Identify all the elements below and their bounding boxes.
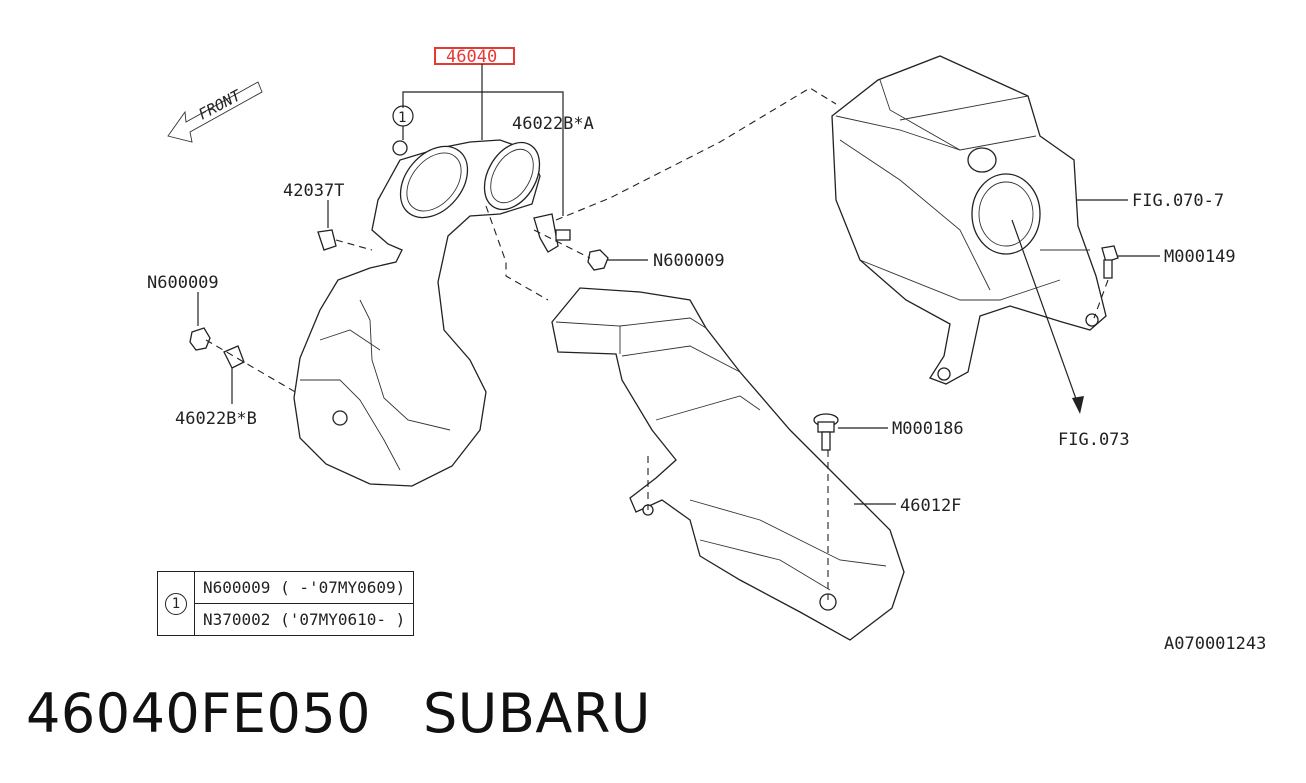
note-table-marker-cell: 1 xyxy=(157,571,195,636)
note-row-2-part[interactable]: N370002 xyxy=(203,610,271,629)
note-table-marker: 1 xyxy=(165,592,187,615)
label-fig073[interactable]: FIG.073 xyxy=(1058,430,1130,450)
label-fig070-7[interactable]: FIG.070-7 xyxy=(1132,191,1224,211)
front-label: FRONT xyxy=(195,86,244,124)
note-row-1-part[interactable]: N600009 xyxy=(203,578,271,597)
note-row-1-range: ( -'07MY0609) xyxy=(280,578,406,597)
footer-brand: SUBARU xyxy=(423,682,651,745)
air-cleaner-box[interactable] xyxy=(831,55,1107,385)
fig073-arrow-head xyxy=(1072,396,1084,414)
nut-n600009-left xyxy=(189,327,211,351)
note-row-2: N370002 ('07MY0610- ) xyxy=(193,603,415,636)
label-m000186[interactable]: M000186 xyxy=(892,419,964,439)
note-row-2-range: ('07MY0610- ) xyxy=(280,610,406,629)
label-n600009-right[interactable]: N600009 xyxy=(653,251,725,271)
highlighted-part-label[interactable]: 46040 xyxy=(446,47,497,67)
note-row-1: N600009 ( -'07MY0609) xyxy=(193,571,415,604)
front-direction-arrow: FRONT xyxy=(167,81,263,143)
intake-duct-46040[interactable] xyxy=(293,133,551,487)
highlight-box xyxy=(434,47,515,65)
nut-n600009-right xyxy=(587,249,609,271)
label-m000149[interactable]: M000149 xyxy=(1164,247,1236,267)
clip-n600009-top xyxy=(392,140,408,156)
label-42037t[interactable]: 42037T xyxy=(283,181,344,201)
label-46022b-b[interactable]: 46022B*B xyxy=(175,409,257,429)
label-46022b-a[interactable]: 46022B*A xyxy=(512,114,594,134)
label-46012f[interactable]: 46012F xyxy=(900,496,961,516)
footer-title: 46040FE050 SUBARU xyxy=(26,682,651,745)
grommet-46022b-a xyxy=(533,213,559,253)
grommet-46022b-b xyxy=(223,345,245,369)
intake-duct-46012f[interactable] xyxy=(551,287,905,641)
clip-42037t xyxy=(317,229,337,251)
label-n600009-left[interactable]: N600009 xyxy=(147,273,219,293)
callout-marker-text: 1 xyxy=(398,110,406,126)
footer-part-number: 46040FE050 xyxy=(26,682,372,745)
bolt-m000186 xyxy=(813,413,839,451)
note-table: 1 N600009 ( -'07MY0609) N370002 ('07MY06… xyxy=(157,571,415,636)
diagram-reference-code: A070001243 xyxy=(1164,634,1267,654)
bolt-m000149 xyxy=(1101,245,1119,279)
fig073-arrow-line xyxy=(1011,219,1081,411)
